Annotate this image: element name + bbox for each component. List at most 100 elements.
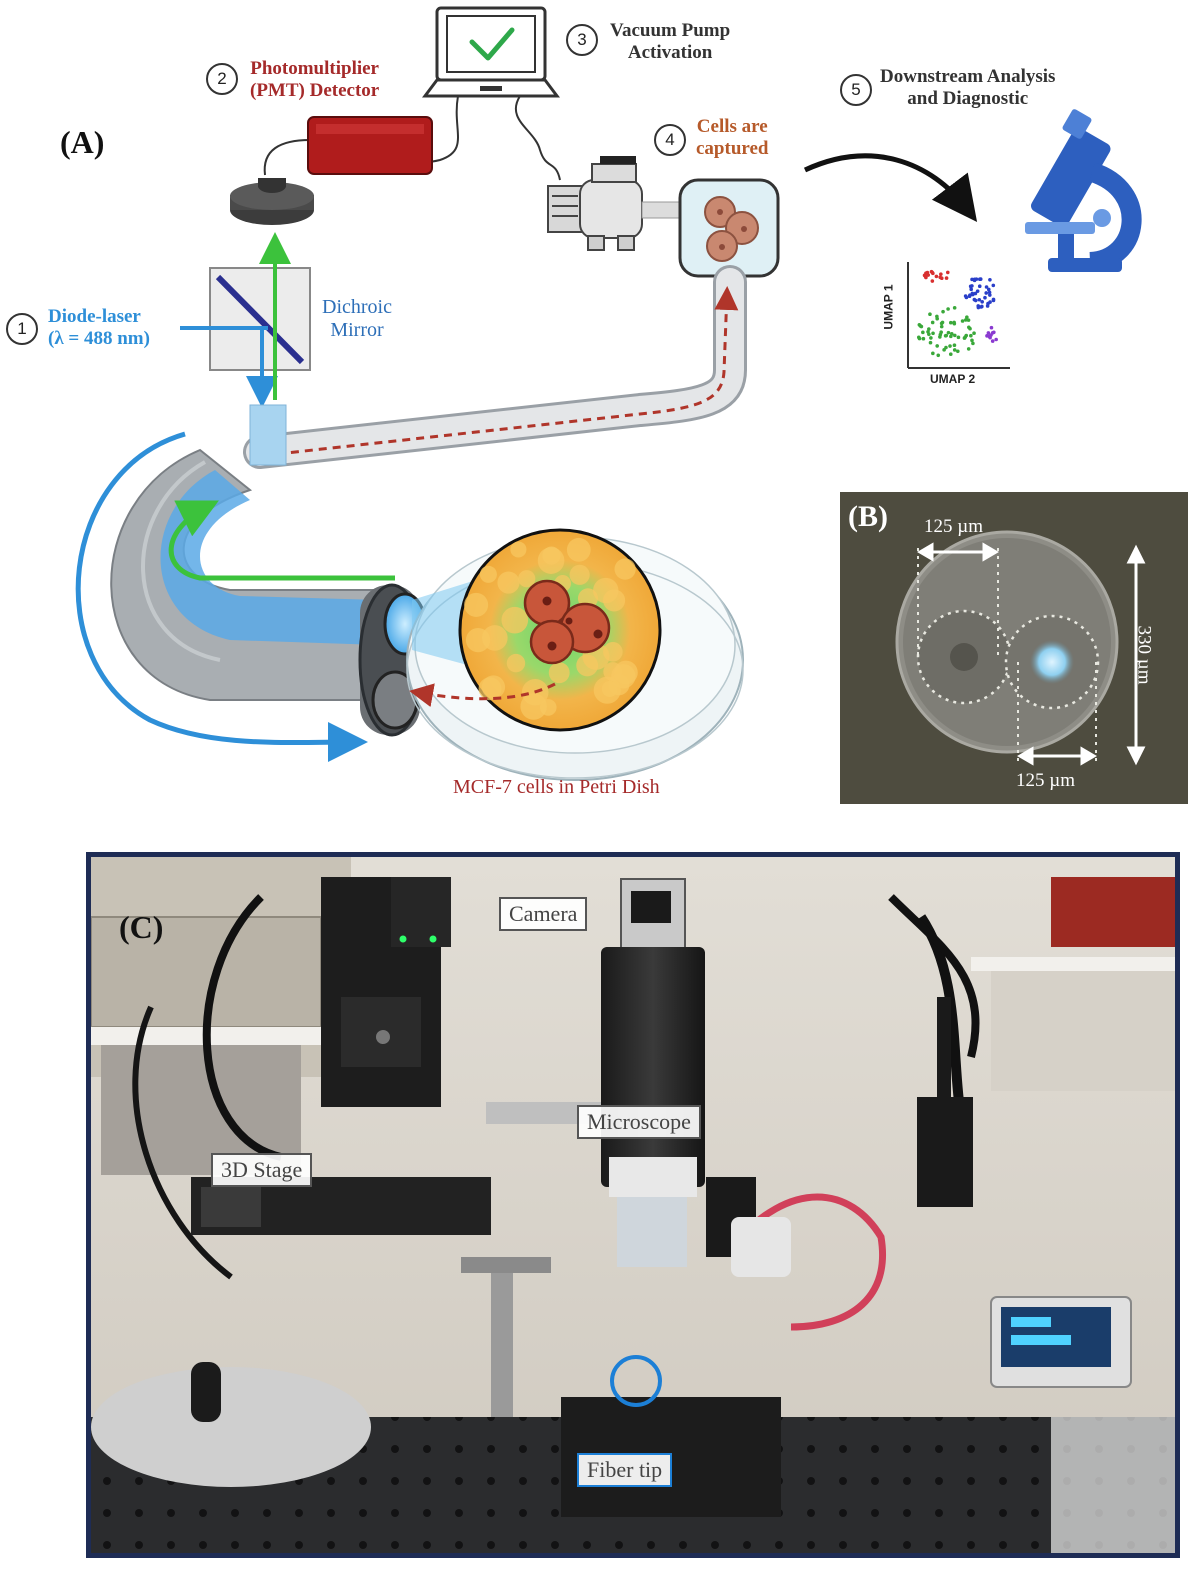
background-cell xyxy=(539,699,557,716)
umap-point xyxy=(970,338,974,343)
umap-point xyxy=(928,340,933,345)
background-cell xyxy=(614,558,636,580)
step-5-title: Downstream Analysis and Diagnostic xyxy=(880,66,1055,110)
umap-point xyxy=(963,318,968,322)
umap-point xyxy=(926,329,930,334)
step-3-line-1: Vacuum Pump xyxy=(610,20,731,41)
umap-point xyxy=(974,277,979,281)
umap-point xyxy=(977,277,982,281)
dim-bottom-label: 125 µm xyxy=(1016,770,1075,791)
umap-point xyxy=(986,331,991,335)
background-cell xyxy=(548,662,570,684)
umap-point xyxy=(953,333,957,338)
step-3-line-2: Activation xyxy=(627,42,713,63)
dichroic-line-1: Dichroic xyxy=(322,296,392,318)
background-cell xyxy=(603,589,626,612)
umap-point xyxy=(939,272,943,276)
umap-point xyxy=(991,298,996,303)
panel-a-label: (A) xyxy=(60,124,105,160)
step-4-title: Cells are captured xyxy=(696,116,768,160)
panel-c-photo: (C) Camera Microscope 3D Stage Fiber tip xyxy=(86,852,1180,1558)
step-3-badge: 3 xyxy=(566,24,598,56)
umap-point xyxy=(945,270,950,275)
umap-point xyxy=(976,305,981,310)
umap-plot xyxy=(907,262,1010,369)
umap-point xyxy=(949,332,954,336)
background-cell xyxy=(510,541,527,558)
umap-point xyxy=(969,287,974,292)
umap-point xyxy=(988,277,992,282)
umap-point xyxy=(994,337,998,342)
umap-point xyxy=(988,293,992,297)
umap-point xyxy=(924,271,928,275)
umap-point xyxy=(952,343,957,348)
umap-point xyxy=(963,294,968,298)
dichroic-mirror-label: Dichroic Mirror xyxy=(322,296,392,342)
background-cell xyxy=(601,680,618,697)
step-3-title: Vacuum Pump Activation xyxy=(610,20,730,64)
step-2-title: Photomultiplier (PMT) Detector xyxy=(250,58,379,102)
umap-point xyxy=(948,344,952,348)
step-5-badge: 5 xyxy=(840,74,872,106)
panel-c-label: (C) xyxy=(119,909,164,945)
laptop-icon xyxy=(422,6,560,98)
stage-tag: 3D Stage xyxy=(211,1153,313,1187)
umap-point xyxy=(968,293,972,298)
background-cell xyxy=(479,565,497,583)
umap-point xyxy=(988,335,992,340)
umap-point xyxy=(930,320,935,325)
laser-path-arrow xyxy=(75,431,368,763)
umap-point xyxy=(940,320,945,325)
umap-point xyxy=(973,298,978,303)
fiber-tip-tag: Fiber tip xyxy=(577,1453,673,1487)
microscope-tag: Microscope xyxy=(577,1105,701,1139)
umap-point xyxy=(941,309,945,314)
panel-b: (B) 125 µm 125 µm 330 µm xyxy=(840,492,1188,804)
umap-point xyxy=(916,335,921,340)
umap-point xyxy=(960,319,965,323)
umap-point xyxy=(931,351,935,356)
umap-point xyxy=(986,287,991,292)
umap-point xyxy=(935,316,939,321)
umap-point xyxy=(946,307,950,311)
umap-point xyxy=(929,269,934,274)
background-cell xyxy=(506,653,526,673)
downstream-arrow xyxy=(803,153,978,222)
umap-point xyxy=(939,276,944,281)
umap-point xyxy=(936,353,941,358)
umap-point xyxy=(948,320,953,325)
vacuum-pump-icon xyxy=(547,156,683,251)
step-4-line-2: captured xyxy=(696,138,769,159)
detector-puck-icon xyxy=(230,178,314,225)
umap-point xyxy=(972,331,976,335)
umap-point xyxy=(970,277,974,282)
umap-point xyxy=(956,349,960,354)
umap-point xyxy=(946,330,951,335)
capture-chamber-icon xyxy=(678,178,780,278)
umap-point xyxy=(990,330,995,335)
umap-point xyxy=(967,325,971,330)
fiber-tip-icon xyxy=(358,583,427,737)
background-cell xyxy=(566,537,591,562)
umap-point xyxy=(956,335,961,340)
background-cell xyxy=(501,606,529,634)
umap-point xyxy=(966,347,971,351)
panel-b-label: (B) xyxy=(848,500,888,533)
umap-point xyxy=(935,344,939,348)
umap-point xyxy=(944,345,948,350)
lab-setup-photo xyxy=(91,857,1175,1553)
microscope-icon xyxy=(1025,109,1142,272)
umap-point xyxy=(924,275,928,280)
umap-point xyxy=(952,306,957,310)
umap-point xyxy=(984,291,989,295)
umap-xlabel: UMAP 2 xyxy=(930,372,976,386)
umap-point xyxy=(989,325,994,330)
step-1-badge: 1 xyxy=(6,313,38,345)
umap-point xyxy=(928,312,932,317)
umap-point xyxy=(929,336,933,340)
umap-point xyxy=(973,291,978,296)
umap-point xyxy=(984,285,989,289)
umap-point xyxy=(988,300,992,304)
umap-point xyxy=(917,322,922,327)
